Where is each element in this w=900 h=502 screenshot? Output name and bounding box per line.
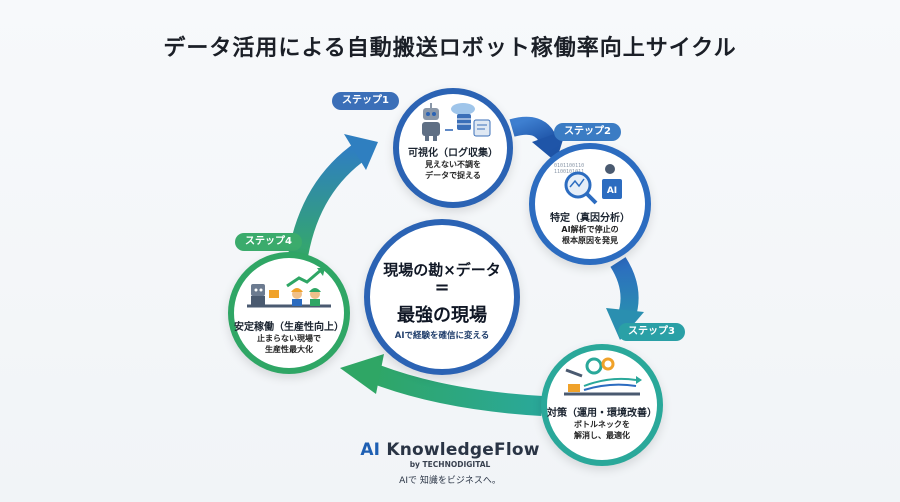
step3-title: 対策（運用・環境改善） (547, 408, 657, 419)
step3-circle: 対策（運用・環境改善） ボトルネックを 解消し、最適化 (541, 344, 663, 466)
arrow-step3-to-step4 (366, 362, 543, 416)
center-line2: 最強の現場 (397, 305, 487, 326)
page-title: データ活用による自動搬送ロボット稼働率向上サイクル (163, 36, 737, 61)
center-equals: = (434, 277, 450, 298)
center-circle: 現場の勘×データ = 最強の現場 AIで経験を確信に変える (364, 219, 520, 375)
brand-name-rest: KnowledgeFlow (380, 440, 540, 460)
step3-desc-line2: 解消し、最適化 (574, 431, 630, 440)
step4-desc-line1: 止まらない現場で (257, 334, 321, 343)
step2-badge: ステップ2 (554, 123, 621, 141)
center-subtitle: AIで経験を確信に変える (394, 331, 490, 341)
factory-workers-icon (247, 268, 331, 308)
svg-text:AI: AI (607, 186, 617, 196)
svg-text:1100101011: 1100101011 (554, 169, 584, 175)
step2-circle: 0101100110 1100101011 AI 特定（真因分析） AI解析で停… (529, 143, 651, 265)
brand-name-ai: AI (360, 440, 381, 460)
brand-by: by TECHNODIGITAL (409, 460, 491, 469)
step3-badge: ステップ3 (618, 323, 685, 341)
step4-title: 安定稼働（生産性向上） (234, 322, 344, 333)
svg-text:0101100110: 0101100110 (554, 163, 584, 169)
step1-desc-line2: データで捉える (425, 171, 481, 180)
magnifier-ai-chip-icon: 0101100110 1100101011 AI (554, 163, 622, 205)
brand-name: AI KnowledgeFlow (330, 440, 570, 460)
center-line1: 現場の勘×データ (383, 261, 501, 279)
step3-desc-line1: ボトルネックを (574, 420, 630, 429)
step1-badge: ステップ1 (332, 92, 399, 110)
robot-database-icon (422, 103, 491, 141)
gears-conveyor-icon (564, 357, 642, 396)
arrow-step4-to-step1 (288, 141, 368, 258)
step1-circle: 可視化（ログ収集） 見えない不調を データで捉える (393, 88, 513, 208)
step1-title: 可視化（ログ収集） (408, 148, 498, 159)
arrowhead-step4-to-step1 (344, 134, 378, 170)
step4-badge: ステップ4 (235, 233, 302, 251)
step1-desc-line1: 見えない不調を (425, 160, 481, 169)
step2-desc-line2: 根本原因を発見 (562, 236, 618, 245)
step4-circle: 安定稼働（生産性向上） 止まらない現場で 生産性最大化 (228, 252, 350, 374)
step2-desc-line1: AI解析で停止の (561, 225, 619, 234)
arrowhead-step3-to-step4 (340, 354, 384, 394)
arrow-step1-to-step2 (509, 116, 557, 145)
brand-block: AI KnowledgeFlow by TECHNODIGITAL AIで 知識… (330, 440, 570, 486)
brand-tagline: AIで 知識をビジネスへ。 (399, 476, 501, 486)
step2-title: 特定（真因分析） (550, 213, 630, 224)
step4-desc-line2: 生産性最大化 (265, 345, 313, 354)
